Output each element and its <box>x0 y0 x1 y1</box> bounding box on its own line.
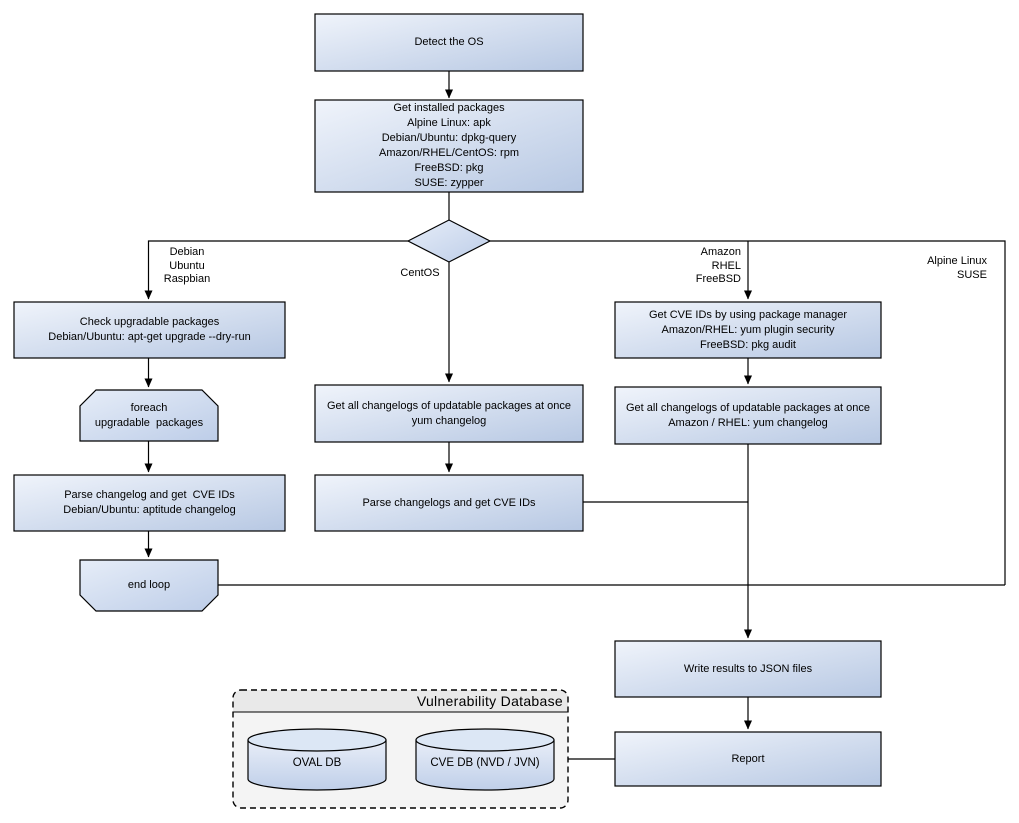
report-box <box>614 731 882 787</box>
write-results-box <box>614 640 882 698</box>
cve-db-cylinder <box>415 728 555 791</box>
cve-db-top <box>415 728 555 752</box>
get-cve-ids-pkg-mgr-box <box>614 301 882 359</box>
edge-decision-to-check-upgradable <box>144 240 408 300</box>
parse-changelog-deb-box <box>13 474 286 532</box>
oval-db-top <box>247 728 387 752</box>
check-upgradable-box <box>13 301 286 359</box>
vulndb-container-header <box>233 690 568 712</box>
end-loop-shape <box>79 559 219 612</box>
connector-group <box>144 71 1006 760</box>
os-decision-diamond <box>406 219 492 263</box>
get-changelogs-amazon-box <box>614 386 882 445</box>
get-installed-packages-box <box>314 99 584 193</box>
edge-decision-to-alpine-suse <box>490 240 1006 585</box>
vulndb-container-border <box>232 689 569 809</box>
cve-db-body <box>415 740 555 791</box>
process-box-group <box>13 13 882 787</box>
oval-db-body <box>247 740 387 791</box>
parse-changelogs-box <box>314 474 584 532</box>
get-changelogs-yum-box <box>314 384 584 443</box>
foreach-loop-shape <box>79 389 219 442</box>
detect-os-box <box>314 13 584 72</box>
oval-db-cylinder <box>247 728 387 791</box>
